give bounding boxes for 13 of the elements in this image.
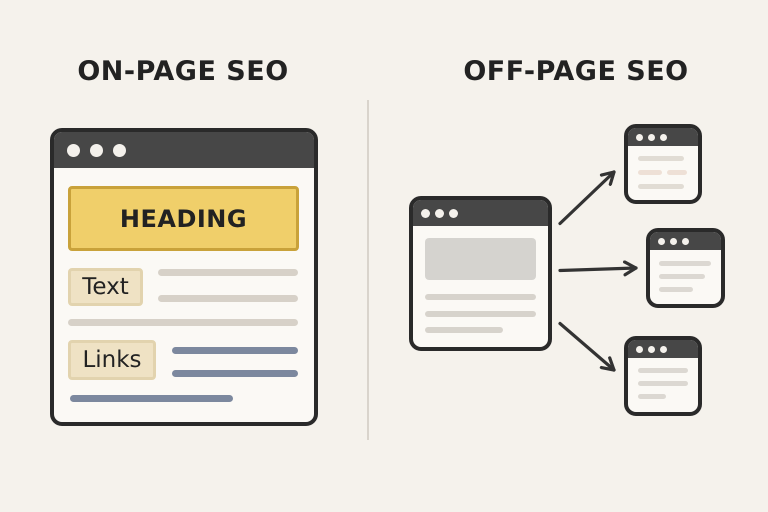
heading-tag: HEADING [68,186,299,251]
section-heading: OFF-PAGE SEO [462,56,690,87]
browser-window [409,196,552,351]
arrow [558,170,616,226]
arrow [558,322,616,372]
links-tag: Links [68,340,156,380]
browser-window [50,128,318,426]
browser-window [624,336,702,416]
text-tag: Text [68,268,143,306]
section-heading: ON-PAGE SEO [76,56,290,87]
arrow [558,260,638,276]
browser-window [624,124,702,204]
browser-window [646,228,725,308]
